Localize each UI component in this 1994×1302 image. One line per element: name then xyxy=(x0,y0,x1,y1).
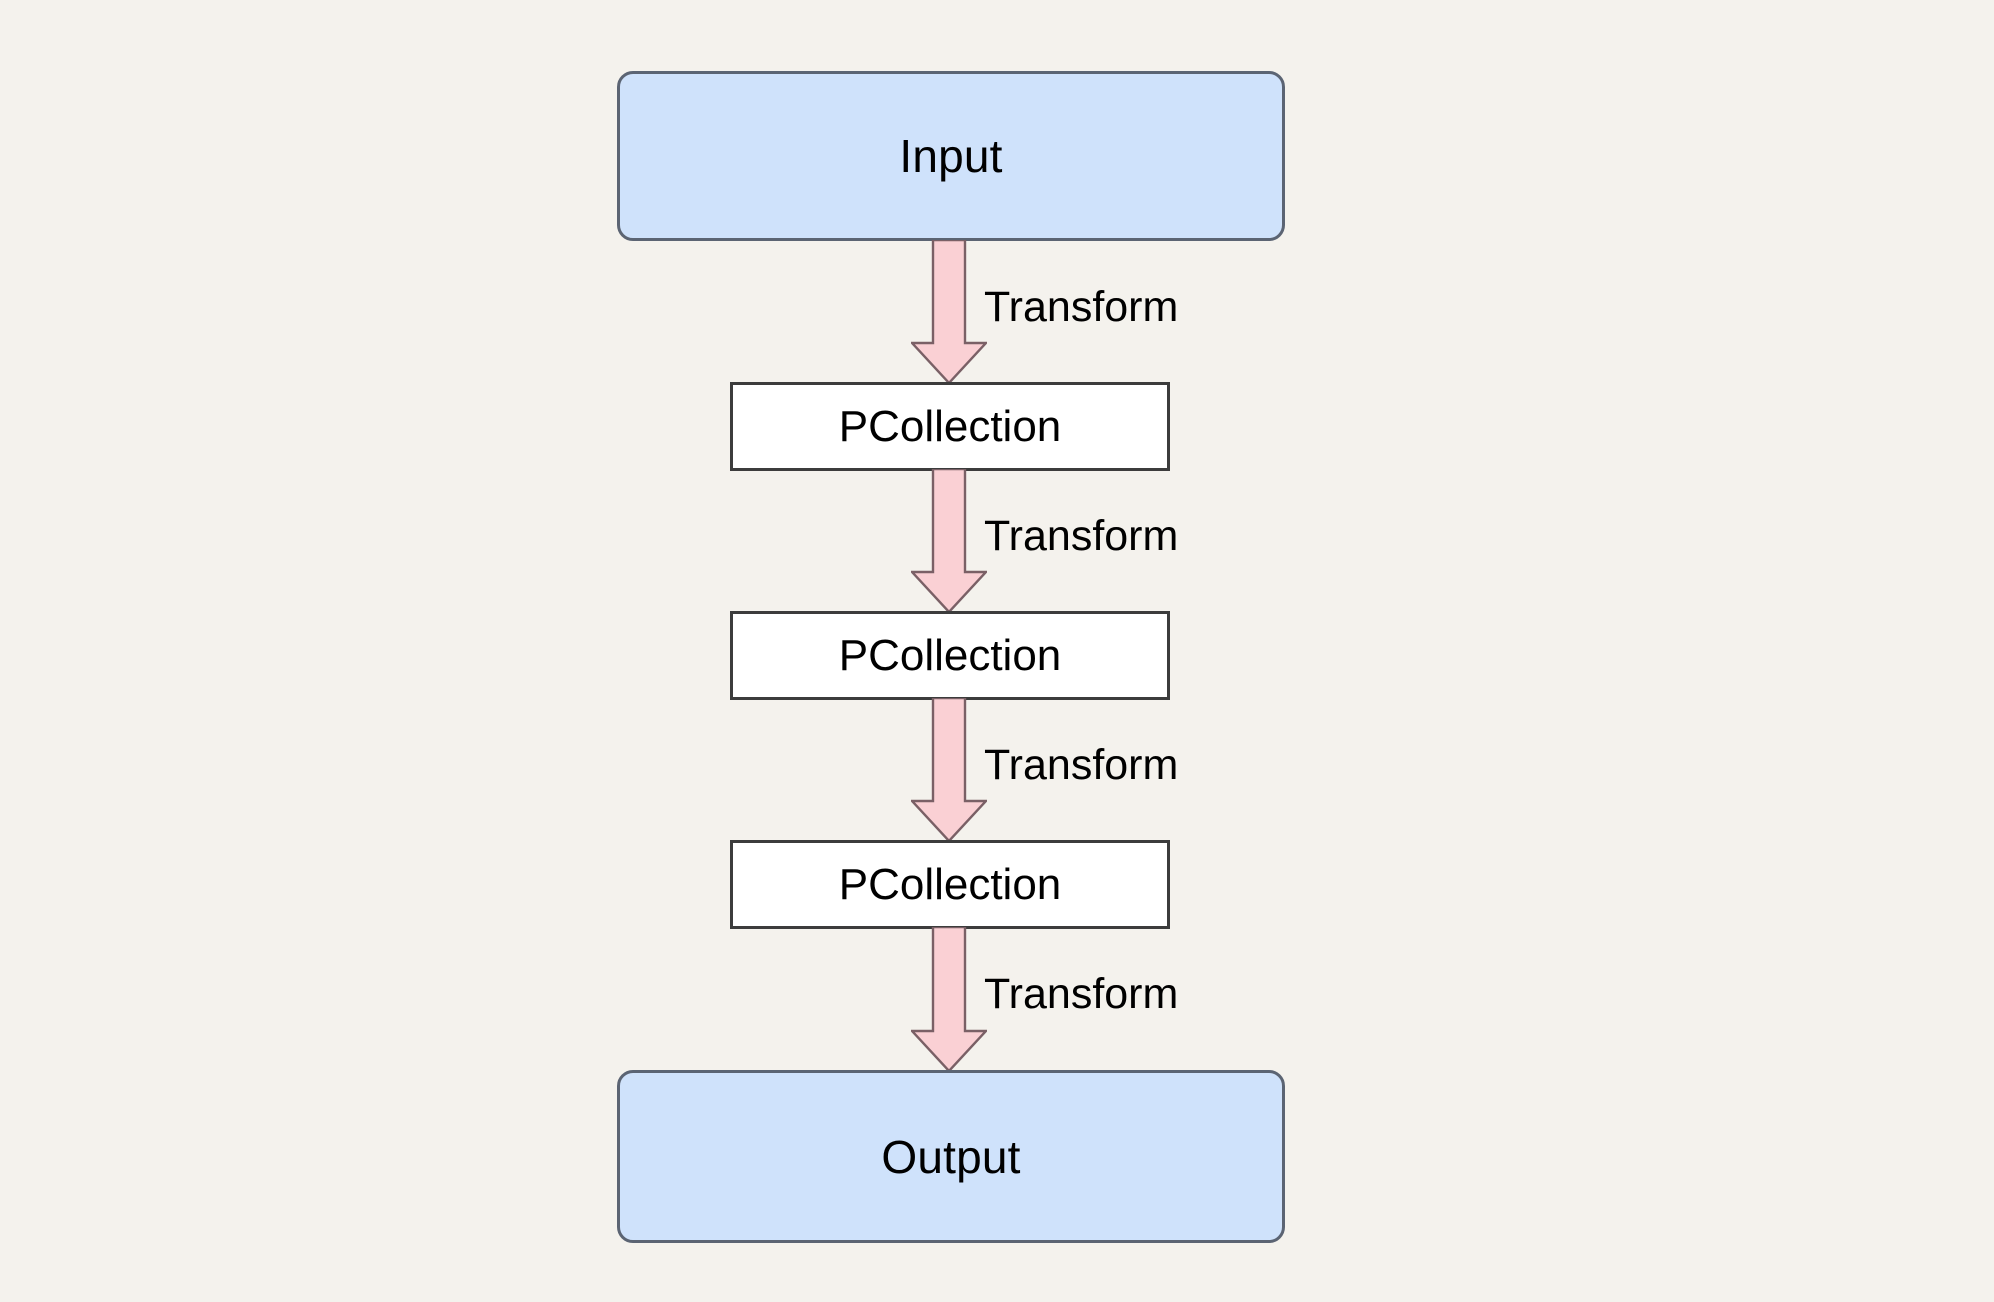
down-arrow-icon xyxy=(911,698,987,842)
down-arrow-icon xyxy=(911,240,987,384)
node-output-label: Output xyxy=(881,1130,1021,1183)
node-output[interactable]: Output xyxy=(617,1070,1285,1243)
edge-arrow-transform-3 xyxy=(911,698,987,842)
node-pcollection-1-label: PCollection xyxy=(838,401,1062,451)
edge-arrow-transform-2 xyxy=(911,469,987,613)
node-pcollection-1[interactable]: PCollection xyxy=(730,382,1170,471)
node-pcollection-2-label: PCollection xyxy=(838,630,1062,680)
edge-arrow-transform-1 xyxy=(911,240,987,384)
down-arrow-icon xyxy=(911,469,987,613)
edge-arrow-transform-4 xyxy=(911,927,987,1072)
edge-label-transform-2: Transform xyxy=(984,512,1179,560)
node-pcollection-3-label: PCollection xyxy=(838,859,1062,909)
edge-label-transform-3: Transform xyxy=(984,741,1179,789)
down-arrow-icon xyxy=(911,927,987,1072)
edge-label-transform-1: Transform xyxy=(984,283,1179,331)
node-pcollection-3[interactable]: PCollection xyxy=(730,840,1170,929)
node-pcollection-2[interactable]: PCollection xyxy=(730,611,1170,700)
node-input-label: Input xyxy=(899,130,1003,182)
edge-label-transform-4: Transform xyxy=(984,970,1179,1018)
node-input[interactable]: Input xyxy=(617,71,1285,241)
